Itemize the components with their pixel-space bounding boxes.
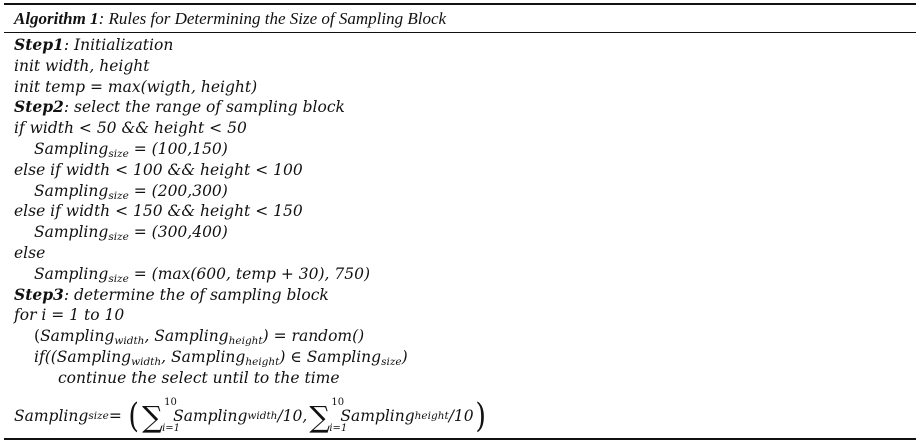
code-line: Samplingsize = (max(600, temp + 30), 750… bbox=[14, 264, 914, 285]
comma: , bbox=[144, 327, 155, 346]
var-base: Sampling bbox=[40, 327, 115, 346]
code-line: for i = 1 to 10 bbox=[14, 306, 125, 325]
code-line: Samplingsize = (100,150) bbox=[14, 139, 914, 160]
code-line: else if width < 150 && height < 150 bbox=[14, 202, 303, 221]
caption-text: : Rules for Determining the Size of Samp… bbox=[98, 9, 447, 28]
division: /10 bbox=[448, 407, 474, 425]
var-subscript: height bbox=[228, 335, 263, 348]
var-base: Sampling bbox=[34, 223, 109, 242]
var-base: Sampling bbox=[173, 407, 248, 425]
var-subscript: size bbox=[108, 147, 129, 160]
sigma-glyph: ∑ bbox=[142, 400, 163, 434]
sigma-glyph: ∑ bbox=[309, 400, 331, 434]
var-subscript: size bbox=[108, 231, 129, 244]
code-line: if width < 50 && height < 50 bbox=[14, 119, 247, 138]
close-paren: ) bbox=[474, 396, 486, 436]
sum-upper-limit: 10 bbox=[164, 397, 177, 408]
comma: , bbox=[302, 407, 308, 425]
code-line: init temp = max(wigth, height) bbox=[14, 77, 258, 96]
code-line: else if width < 100 && height < 100 bbox=[14, 160, 303, 179]
caption-rule bbox=[4, 32, 916, 33]
step-label: Step3 bbox=[14, 284, 64, 304]
element-of: ) ∈ bbox=[279, 347, 307, 366]
var-base: Sampling bbox=[34, 264, 109, 283]
step-text: : Initialization bbox=[63, 36, 174, 54]
top-rule bbox=[4, 3, 916, 5]
comma: , bbox=[161, 347, 172, 366]
step-text: : determine the of sampling block bbox=[63, 285, 329, 304]
var-base: Sampling bbox=[14, 407, 89, 425]
code-line: Samplingsize = (200,300) bbox=[14, 181, 914, 202]
algorithm-caption: Algorithm 1: Rules for Determining the S… bbox=[14, 9, 446, 29]
var-base: Sampling bbox=[34, 181, 109, 200]
step2-line: Step2: select the range of sampling bloc… bbox=[14, 97, 914, 118]
code-line: (Samplingwidth, Samplingheight) = random… bbox=[14, 326, 914, 347]
var-base: Sampling bbox=[306, 347, 382, 366]
caption-label: Algorithm 1 bbox=[14, 9, 99, 28]
code-line: init width, height bbox=[14, 56, 150, 75]
step3-line: Step3: determine the of sampling block bbox=[14, 285, 914, 306]
division: /10 bbox=[277, 407, 303, 425]
step-label: Step1 bbox=[14, 35, 64, 54]
var-subscript: height bbox=[245, 355, 280, 368]
code-line: continue the select until to the time bbox=[58, 368, 340, 387]
var-base: Sampling bbox=[171, 347, 246, 366]
summation-symbol: ∑10 i=1 bbox=[142, 397, 180, 434]
sum-lower-limit: i=1 bbox=[162, 423, 181, 434]
condition-open: if(( bbox=[34, 347, 57, 366]
assignment: = (max(600, temp + 30), 750) bbox=[128, 264, 370, 283]
assignment: = (300,400) bbox=[128, 223, 228, 242]
var-subscript: width bbox=[131, 355, 162, 368]
open-paren: ( bbox=[128, 396, 139, 436]
code-line: else bbox=[14, 243, 46, 262]
assignment: ) = random() bbox=[262, 327, 365, 346]
var-base: Sampling bbox=[154, 327, 229, 346]
summation-symbol: ∑10 i=1 bbox=[309, 397, 347, 434]
sum-lower-limit: i=1 bbox=[329, 423, 348, 434]
condition-close: ) bbox=[401, 347, 408, 366]
step1-line: Step1: Initialization bbox=[14, 35, 914, 56]
algorithm-body: Step1: Initialization init width, height… bbox=[14, 35, 914, 389]
paren: ( bbox=[34, 327, 41, 346]
var-base: Sampling bbox=[56, 347, 132, 366]
var-subscript: size bbox=[381, 355, 402, 368]
code-line: if((Samplingwidth, Samplingheight) ∈ Sam… bbox=[14, 347, 914, 368]
var-base: Sampling bbox=[34, 139, 109, 158]
step-label: Step2 bbox=[14, 97, 64, 117]
var-subscript: size bbox=[108, 272, 129, 285]
equals-sign: = bbox=[108, 407, 122, 425]
sum-upper-limit: 10 bbox=[331, 397, 345, 408]
assignment: = (200,300) bbox=[128, 181, 228, 200]
var-base: Sampling bbox=[340, 407, 415, 425]
code-line: Samplingsize = (300,400) bbox=[14, 222, 914, 243]
var-subscript: width bbox=[114, 335, 145, 348]
assignment: = (100,150) bbox=[128, 139, 228, 158]
var-subscript: size bbox=[108, 189, 129, 202]
step-text: : select the range of sampling block bbox=[63, 98, 345, 117]
bottom-rule bbox=[4, 438, 916, 440]
